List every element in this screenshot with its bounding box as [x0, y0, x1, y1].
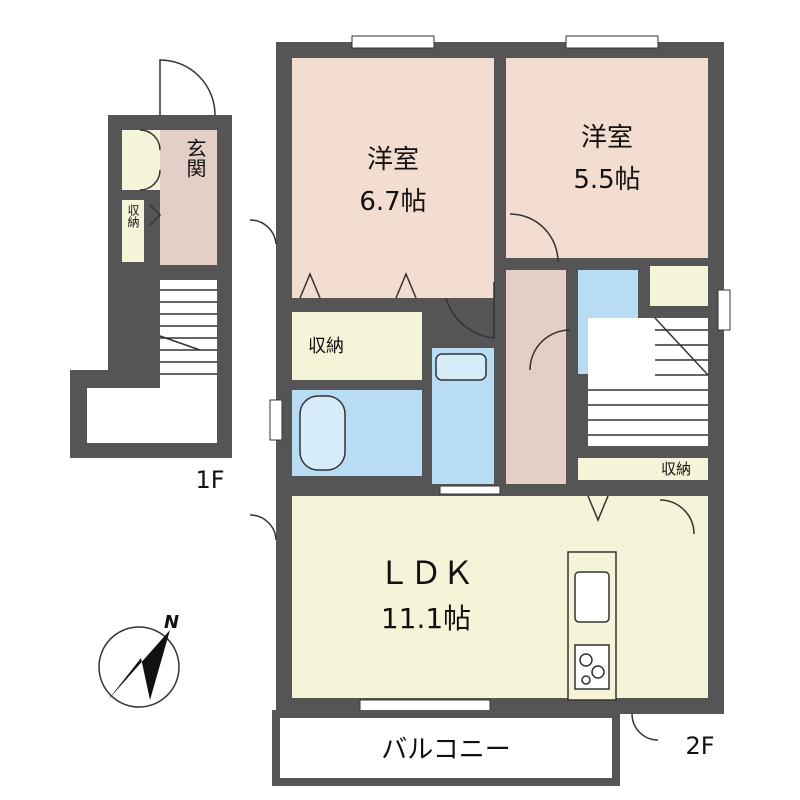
western-room-1 [292, 58, 494, 298]
entrance-door-swing [159, 59, 216, 116]
compass-label: N [164, 612, 179, 633]
windows [269, 35, 731, 713]
ldk [292, 496, 708, 698]
entrance-label-top: 玄関 [183, 138, 207, 178]
stair-1f [87, 280, 217, 443]
balcony [272, 710, 620, 786]
closet-2 [650, 266, 708, 306]
washbasin-icon [435, 353, 487, 381]
hall-2f [506, 270, 566, 484]
sink-icon [574, 571, 610, 623]
stair-2f [588, 318, 708, 446]
bathtub-icon [299, 395, 346, 471]
storage-right-label: 収納 [661, 460, 691, 478]
floor-label-1f: 1F [195, 466, 224, 494]
floor-label-2f: 2F [685, 732, 714, 760]
storage-1f [122, 200, 144, 262]
first-floor: 玄関 収納 1F [70, 59, 232, 494]
balcony-label: バルコニー [381, 735, 510, 765]
western-room-1-name: 洋室 [367, 145, 419, 175]
hall-1f [160, 190, 217, 265]
north-arrow-icon: N [98, 612, 180, 708]
storage-1f-label: 収納 [126, 204, 140, 228]
western-room-2 [506, 58, 708, 258]
storage-right [578, 458, 708, 480]
second-floor: 洋室 6.7帖 洋室 5.5帖 収納 収納 ＬＤＫ 11.1帖 バルコニー 2F [249, 35, 731, 786]
storage-mid [292, 312, 422, 380]
entrance-floor [160, 130, 217, 190]
storage-mid-label: 収納 [308, 336, 344, 357]
ldk-name: ＬＤＫ [378, 554, 474, 592]
western-room-1-size: 6.7帖 [359, 187, 426, 217]
ldk-size: 11.1帖 [381, 602, 471, 635]
western-room-2-size: 5.5帖 [573, 165, 640, 195]
western-room-2-name: 洋室 [581, 123, 633, 153]
stove-icon [574, 644, 610, 690]
